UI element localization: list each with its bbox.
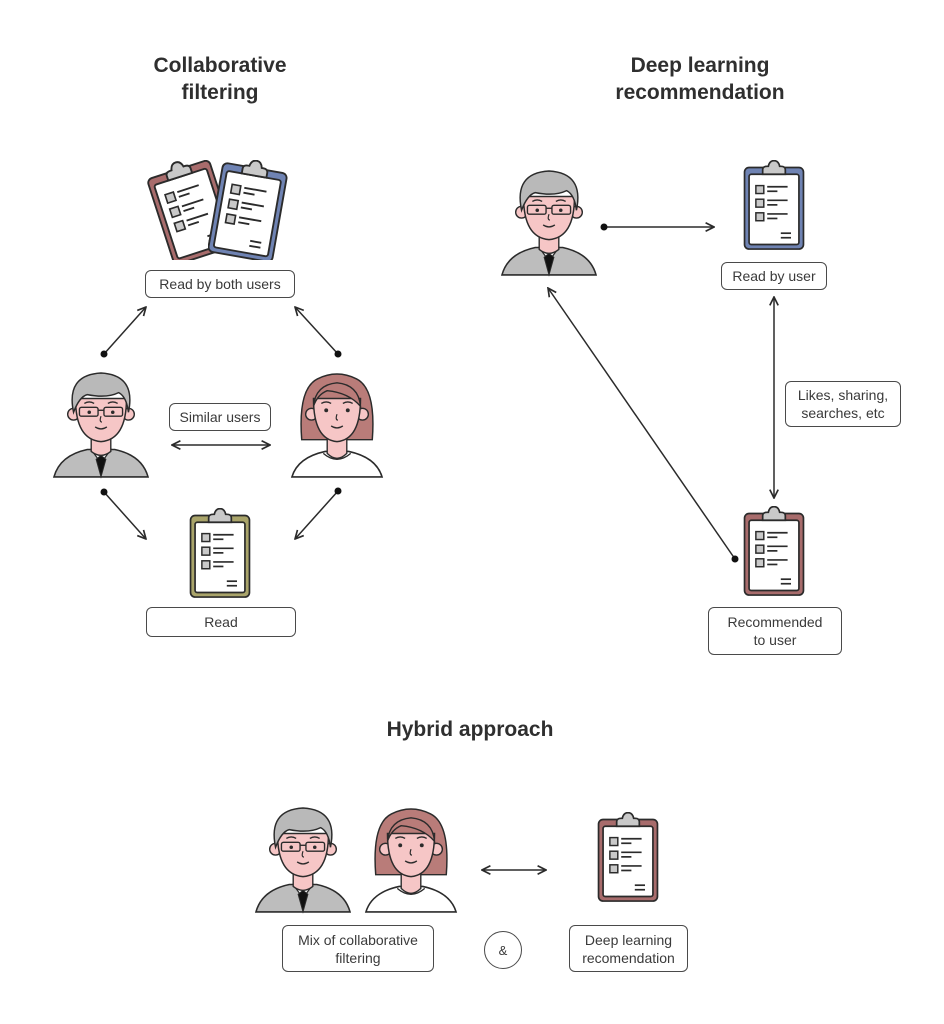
arrow-woman-to-both <box>295 307 339 355</box>
label-read-by-both-users: Read by both users <box>145 270 295 298</box>
hybrid-approach-title: Hybrid approach <box>386 718 554 741</box>
collaborative-filtering-title: Collaborative filtering <box>153 54 287 104</box>
label-recommended-to-user: Recommended to user <box>708 607 842 655</box>
label-engagement-signals: Likes, sharing, searches, etc <box>785 381 901 427</box>
clipboard-icon-blue <box>743 160 805 250</box>
arrow-man-to-read <box>103 491 146 539</box>
label-read: Read <box>146 607 296 637</box>
clipboard-icon-olive <box>189 508 251 598</box>
label-deep-learning-recommendation: Deep learning recomendation <box>569 925 688 972</box>
clipboard-icon-red <box>743 506 805 596</box>
label-read-by-user: Read by user <box>721 262 827 290</box>
arrow-man-to-both <box>103 307 146 355</box>
clipboard-icon-red <box>597 812 659 902</box>
arrow-woman-to-read <box>295 490 339 539</box>
ampersand-badge: & <box>484 931 522 969</box>
label-mix-collaborative: Mix of collaborative filtering <box>282 925 434 972</box>
arrow-recommended-to-user <box>548 288 736 560</box>
label-similar-users: Similar users <box>169 403 271 431</box>
clipboard-icon-blue <box>208 160 288 260</box>
deep-learning-title: Deep learning recommendation <box>615 54 785 104</box>
